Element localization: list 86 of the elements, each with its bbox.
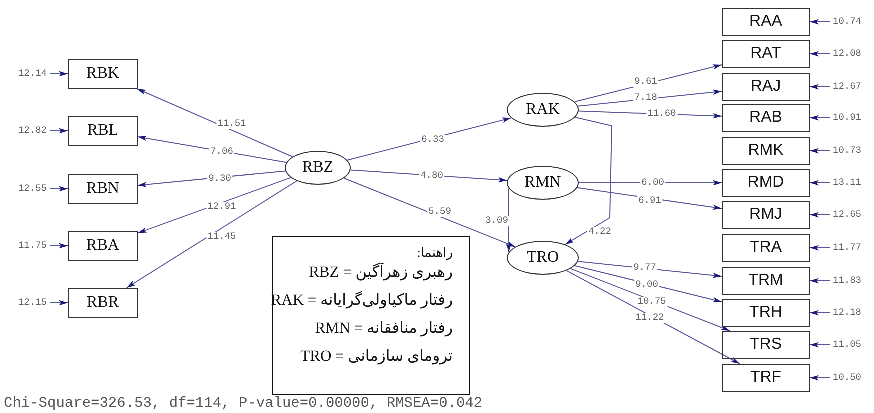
latent-variable-ellipse: RBZ — [285, 151, 351, 185]
legend-text: ترومای سازمانی = TRO — [300, 347, 453, 366]
error-arrow — [810, 278, 830, 284]
error-arrow — [810, 148, 830, 154]
error-label: 12.18 — [832, 308, 863, 318]
edge-label: 5.59 — [428, 207, 452, 217]
error-label: 10.73 — [832, 146, 863, 156]
latent-variable-ellipse: RAK — [507, 93, 579, 127]
error-label: 11.83 — [832, 276, 863, 286]
error-label: 12.65 — [832, 210, 863, 220]
observed-variable-box: RMK — [722, 137, 810, 165]
edge-label: 6.91 — [638, 196, 662, 206]
error-label: 12.67 — [832, 82, 863, 92]
error-arrow — [810, 245, 830, 251]
error-arrow — [810, 84, 830, 90]
edge-label: 11.60 — [646, 109, 678, 119]
observed-variable-box: TRH — [722, 299, 810, 327]
error-arrow — [810, 180, 830, 186]
error-arrow — [50, 128, 68, 134]
observed-variable-box: RBR — [68, 288, 138, 318]
error-arrow — [50, 186, 68, 192]
observed-variable-box: RBK — [68, 59, 138, 89]
error-arrow — [810, 212, 830, 218]
error-label: 12.82 — [17, 126, 48, 136]
edge-label: 12.91 — [206, 202, 238, 212]
latent-variable-ellipse: TRO — [507, 241, 579, 275]
edge-label: 9.30 — [208, 174, 232, 184]
edge-label: 7.18 — [634, 93, 658, 103]
edge-label: 11.51 — [216, 119, 248, 129]
edge-label: 7.06 — [210, 147, 234, 157]
error-label: 12.55 — [17, 184, 48, 194]
legend-text: رهبری زهرآگین = RBZ — [309, 263, 453, 282]
error-label: 12.14 — [17, 69, 48, 79]
path-arrow — [344, 178, 516, 248]
edge-label: 11.45 — [206, 232, 238, 242]
edge-label: 4.22 — [588, 227, 612, 237]
fit-statistics: Chi-Square=326.53, df=114, P-value=0.00000, RMSEA=0.042 — [4, 397, 483, 412]
error-label: 13.11 — [832, 178, 863, 188]
observed-variable-box: RAT — [722, 40, 810, 68]
error-arrow — [810, 115, 830, 121]
latent-variable-ellipse: RMN — [507, 166, 579, 200]
edge-label: 11.22 — [634, 313, 666, 323]
observed-variable-box: TRM — [722, 267, 810, 295]
path-arrow — [566, 270, 740, 364]
path-arrow — [564, 117, 612, 246]
error-label: 12.08 — [832, 49, 863, 59]
observed-variable-box: RMJ — [722, 201, 810, 229]
observed-variable-box: RAJ — [722, 73, 810, 101]
error-label: 10.74 — [832, 17, 863, 27]
edge-label: 4.80 — [420, 171, 444, 181]
error-label: 10.50 — [832, 373, 863, 383]
edge-label: 9.00 — [634, 280, 660, 290]
error-arrow — [50, 243, 68, 249]
legend-heading: راهنما: — [417, 245, 453, 261]
path-arrow — [136, 88, 294, 158]
observed-variable-box: TRS — [722, 331, 810, 359]
error-arrow — [810, 375, 830, 381]
legend-box — [272, 236, 470, 395]
observed-variable-box: RAA — [722, 8, 810, 36]
error-label: 11.75 — [17, 241, 48, 251]
observed-variable-box: RBL — [68, 116, 138, 146]
error-arrow — [810, 310, 830, 316]
error-label: 12.15 — [17, 298, 48, 308]
observed-variable-box: RBN — [68, 174, 138, 204]
edge-label: 3.09 — [484, 216, 510, 226]
observed-variable-box: RMD — [722, 169, 810, 197]
path-arrow — [138, 177, 292, 234]
error-arrow — [810, 19, 830, 25]
edge-label: 9.61 — [634, 77, 658, 87]
edge-label: 10.75 — [636, 297, 668, 307]
error-arrow — [810, 51, 830, 57]
observed-variable-box: RAB — [722, 104, 810, 132]
error-label: 11.77 — [832, 243, 863, 253]
error-arrow — [810, 342, 830, 348]
edge-label: 6.33 — [420, 135, 446, 145]
legend-text: رفتار منافقانه = RMN — [315, 319, 453, 338]
observed-variable-box: RBA — [68, 231, 138, 261]
error-label: 10.91 — [832, 113, 863, 123]
edge-label: 9.77 — [632, 263, 658, 273]
observed-variable-box: TRF — [722, 364, 810, 392]
error-arrow — [50, 300, 68, 306]
observed-variable-box: TRA — [722, 234, 810, 262]
error-label: 11.05 — [832, 340, 863, 350]
error-arrow — [50, 71, 68, 77]
edge-label: 6.00 — [640, 178, 666, 188]
path-arrow — [126, 180, 298, 288]
